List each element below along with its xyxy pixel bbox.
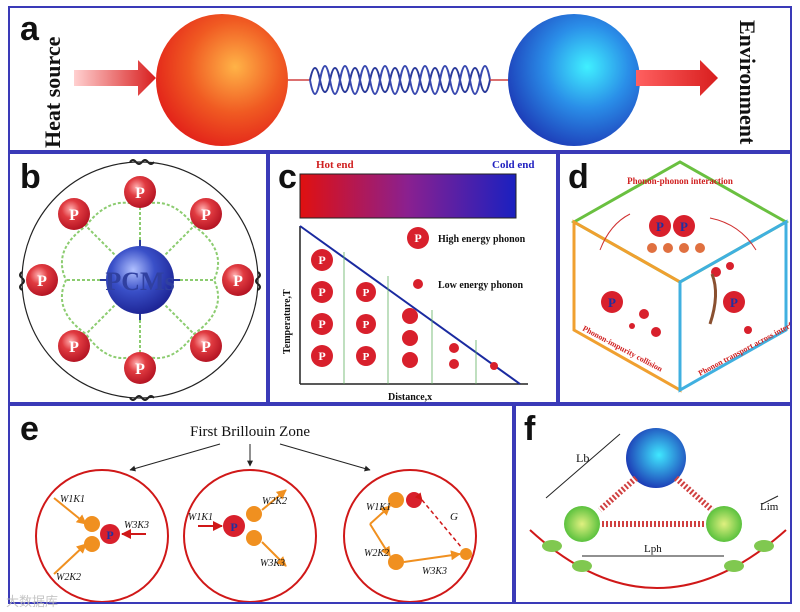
phonon-glyph: P: [233, 273, 243, 290]
hot-end-label: Hot end: [316, 159, 354, 171]
c1-w2k2: W2K2: [56, 572, 81, 583]
panel-b-label: b: [20, 158, 41, 196]
panel-d-label: d: [568, 158, 589, 196]
panel-f-diagram: Lb Lim Lph: [529, 428, 787, 589]
phonon-glyph: P: [363, 351, 370, 363]
phonon-glyph: P: [318, 253, 325, 267]
panel-e-label: e: [20, 410, 39, 448]
boundary-wiggles: [19, 159, 261, 401]
phonon-glyph: P: [135, 185, 145, 202]
pcm-boundary: [21, 161, 259, 399]
panel-c-label: c: [278, 158, 297, 196]
phonon-glyph: P: [318, 285, 325, 299]
panel-b: b PCMs: [8, 152, 268, 404]
panel-d-diagram: Phonon-phonon interaction P P P Phonon-i…: [570, 160, 790, 393]
left-green-atom: [564, 506, 600, 542]
phonon-glyph: P: [230, 520, 237, 534]
phonon-glyph: P: [363, 287, 370, 299]
panel-a: a Heat source Environment: [8, 6, 792, 152]
heat-out-arrow: [636, 60, 718, 96]
y-axis-label: Temperature,T: [282, 289, 293, 354]
pcm-label: PCMs: [105, 267, 174, 296]
x-axis-label: Distance,x: [388, 392, 432, 403]
phonon-glyph: P: [37, 273, 47, 290]
phonon-grid: P P P P P P P: [311, 249, 498, 370]
c3-w3k3: W3K3: [422, 566, 447, 577]
boundary-arc: [529, 529, 787, 589]
phonon-glyph: P: [363, 319, 370, 331]
phonon-glyph: P: [414, 231, 421, 245]
watermark: 大数据库: [6, 595, 59, 610]
phonon-glyph: P: [318, 317, 325, 331]
panel-c: c Hot end Cold end Temperature,T Distanc…: [268, 152, 558, 404]
phonon-glyph: P: [608, 295, 616, 310]
springs: [61, 201, 219, 359]
panel-d: d Phonon-phonon interaction P P P Phonon…: [558, 152, 792, 404]
c3-g: G: [450, 511, 458, 523]
cold-sphere: [508, 14, 640, 146]
lph-label: Lph: [644, 543, 662, 555]
panel-b-diagram: PCMs P P P P P P P P: [19, 159, 261, 401]
phonon-glyph: P: [201, 339, 211, 356]
zone-circle-3: [343, 469, 477, 602]
c1-w1k1: W1K1: [60, 494, 85, 505]
phonon-glyph: P: [318, 349, 325, 363]
panel-e: e First Brillouin Zone P W1K1 W2K2 W3K3 …: [8, 404, 514, 604]
phonon-phonon-label: Phonon-phonon interaction: [627, 176, 733, 186]
lb-label: Lb: [576, 451, 589, 465]
legend-low-energy: Low energy phonon: [438, 280, 523, 291]
zone-circle-2: [183, 469, 317, 602]
c3-w1k1: W1K1: [366, 502, 391, 513]
pcm-core: [106, 246, 174, 314]
panel-f: f Lb Lim Lph: [514, 404, 792, 604]
c2-w3k3: W3K3: [260, 558, 285, 569]
panel-a-label: a: [20, 10, 39, 48]
panel-a-diagram: Heat source Environment: [40, 14, 760, 148]
lim-label: Lim: [760, 501, 779, 513]
hot-sphere: [156, 14, 288, 146]
phonon-glyph: P: [69, 207, 79, 224]
c2-w2k2: W2K2: [262, 496, 287, 507]
temperature-slope: [299, 225, 521, 385]
c3-w2k2: W2K2: [364, 548, 389, 559]
heat-in-arrow: [74, 60, 156, 96]
phonons-ring: P P P P P P P P: [26, 176, 254, 384]
panel-f-label: f: [524, 410, 536, 448]
phonon-glyph: P: [69, 339, 79, 356]
phonon-glyph: P: [680, 219, 688, 234]
phonon-glyph: P: [730, 295, 738, 310]
zone-circle-1: [35, 469, 169, 602]
temperature-gradient-bar: [299, 173, 517, 219]
right-green-atom: [706, 506, 742, 542]
cold-end-label: Cold end: [492, 159, 535, 171]
phonon-glyph: P: [201, 207, 211, 224]
brillouin-zone-title: First Brillouin Zone: [190, 424, 310, 440]
phonon-glyph: P: [656, 219, 664, 234]
environment-label: Environment: [735, 20, 760, 145]
heat-source-label: Heat source: [40, 36, 65, 148]
legend-high-energy: High energy phonon: [438, 234, 526, 245]
phonon-glyph: P: [106, 528, 113, 542]
c2-w1k1: W1K1: [188, 512, 213, 523]
phonon-glyph: P: [135, 361, 145, 378]
panel-e-diagram: First Brillouin Zone P W1K1 W2K2 W3K3 P …: [35, 424, 477, 602]
c1-w3k3: W3K3: [124, 520, 149, 531]
panel-c-diagram: Hot end Cold end Temperature,T Distance,…: [282, 159, 535, 403]
interface-atom: [626, 428, 686, 488]
